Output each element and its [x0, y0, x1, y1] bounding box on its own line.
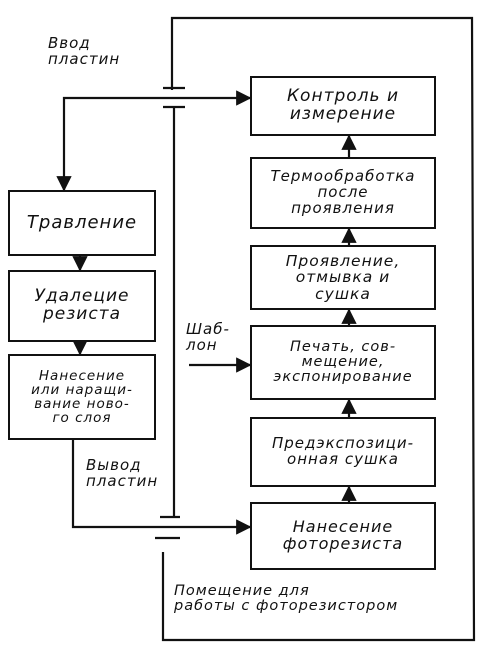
block-pre-bake: Предэкспозици- онная сушка: [250, 417, 436, 487]
block-control: Контроль и измерение: [250, 76, 436, 136]
loop-connector: [56, 90, 252, 192]
label-room: Помещение для работы с фоторезистором: [174, 583, 399, 615]
block-new-layer: Нанесение или наращи- вание ново- го сло…: [8, 354, 156, 440]
block-photoresist-coating-text: Нанесение фоторезиста: [282, 517, 404, 553]
block-resist-removal: Удалецие резиста: [8, 270, 156, 342]
block-pre-bake-text: Предэкспозици- онная сушка: [271, 434, 415, 468]
label-input: Ввод пластин: [48, 34, 121, 68]
room-boundary: [161, 16, 476, 642]
block-etching: Травление: [8, 190, 156, 256]
block-post-bake-text: Термообработка после проявления: [270, 167, 416, 217]
block-post-bake: Термообработка после проявления: [250, 157, 436, 229]
block-new-layer-text: Нанесение или наращи- вание ново- го сло…: [31, 367, 133, 427]
block-photoresist-coating: Нанесение фоторезиста: [250, 502, 436, 570]
block-control-text: Контроль и измерение: [286, 86, 400, 124]
block-exposure: Печать, сов- мещение, экспонирование: [250, 325, 436, 400]
block-exposure-text: Печать, сов- мещение, экспонирование: [273, 338, 413, 386]
block-etching-text: Травление: [26, 211, 138, 233]
block-resist-removal-text: Удалецие резиста: [34, 286, 130, 324]
block-development-text: Проявление, отмывка и сушка: [285, 252, 401, 303]
label-template: Шаб- лон: [186, 320, 230, 354]
arrow-output-to-coating: [71, 440, 252, 535]
label-output: Вывод пластин: [86, 456, 159, 490]
block-development: Проявление, отмывка и сушка: [250, 245, 436, 310]
